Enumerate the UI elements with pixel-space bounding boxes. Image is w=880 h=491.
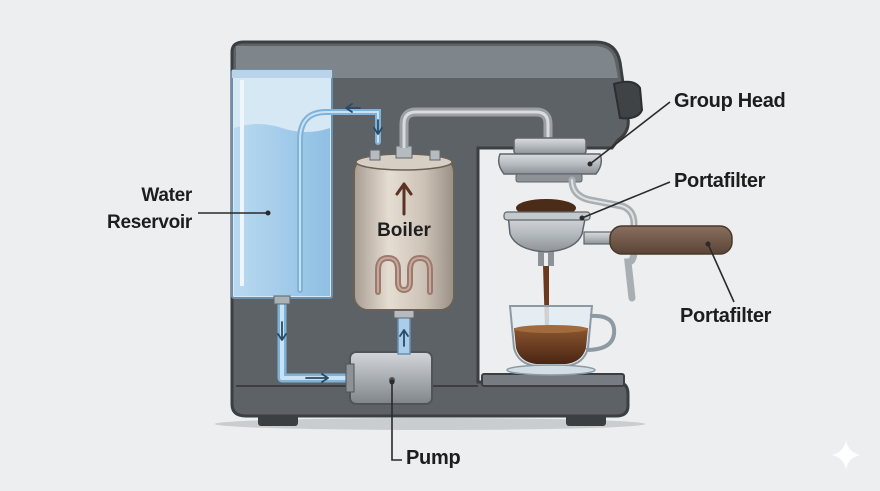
flow-arrow-icon [345,103,361,113]
group-head-body [497,153,603,175]
flow-arrow-icon [399,329,409,347]
label-reservoir: Reservoir [107,212,192,233]
drip-tray [481,373,625,387]
coffee-in-cup [514,328,588,364]
group-head-ring [515,173,583,183]
portafilter-handle [609,225,733,255]
side-knob [612,80,644,120]
reservoir-inner-tube-core [299,111,379,291]
leader-pump [391,382,402,461]
portafilter-rim [503,211,591,221]
steam-wand-highlight [571,179,635,251]
cup-saucer [506,364,596,376]
flow-arrow-icon [373,119,383,135]
water-fill [234,124,330,296]
ground-shadow [215,418,645,430]
steam-pipe-highlight [402,110,550,148]
heating-element-core [377,256,431,293]
sparkle-icon [832,440,860,470]
label-portafilter-top: Portafilter [674,170,766,192]
leader-group-head [589,101,671,165]
group-head-top [513,137,587,155]
cup-handle [585,313,617,352]
portafilter-spout-left [538,252,544,266]
label-pump: Pump [406,447,461,469]
portafilter-basket [507,213,587,253]
reservoir-lid [232,70,332,78]
leader-portafilter-bottom [707,243,735,303]
coffee-crema [514,325,588,333]
leader-dot-water [265,210,271,216]
leader-dot-portafilter-bottom [705,241,711,247]
label-portafilter-bottom: Portafilter [680,305,772,327]
flow-arrow-icon [277,321,287,341]
leader-portafilter-top [581,181,671,219]
portafilter-spout-right [548,252,554,266]
leader-dot-portafilter-top [579,215,585,221]
boiler-valve-right [429,149,441,161]
boiler-valve-left [369,149,381,161]
up-arrow-icon [395,182,413,216]
leader-dot-group-head [587,161,593,167]
leader-dot-pump [389,379,395,385]
reservoir-outlet [273,295,291,305]
pump-end-cap [345,363,355,393]
label-group-head: Group Head [674,90,786,112]
label-boiler: Boiler [377,220,431,241]
flow-arrow-icon [305,373,329,383]
label-water: Water [141,185,192,206]
